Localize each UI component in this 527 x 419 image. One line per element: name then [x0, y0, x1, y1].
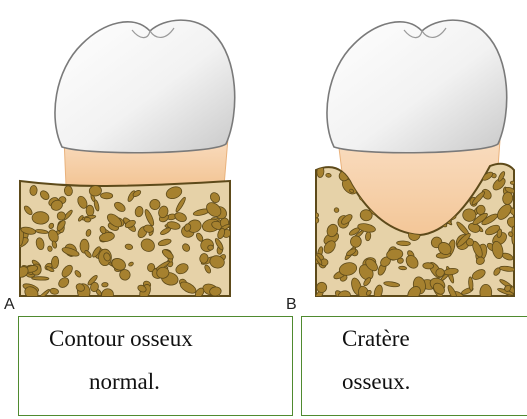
caption-box-a: Contour osseux normal.	[18, 316, 293, 416]
panel-a-illustration	[11, 20, 234, 303]
bone-pore	[480, 284, 492, 300]
caption-a-line-2: normal.	[89, 370, 160, 393]
bone-pore	[84, 217, 91, 222]
crown-a	[55, 20, 235, 153]
panel-label-a: A	[4, 296, 15, 314]
bone-pore	[396, 241, 410, 246]
bone-pore	[32, 276, 49, 280]
bone-pore	[32, 211, 49, 224]
caption-box-b: Cratère osseux.	[301, 316, 527, 416]
crown-b	[327, 20, 507, 153]
bone-pore	[30, 185, 38, 195]
bone-pore	[326, 173, 332, 178]
bone-pore	[398, 266, 406, 270]
bone-pore	[423, 262, 434, 269]
panel-b-illustration	[312, 20, 521, 303]
caption-b-line-1: Cratère	[342, 327, 410, 350]
bone-pore	[314, 213, 319, 218]
bone-pore	[102, 282, 109, 287]
bone-pore	[207, 245, 213, 251]
panel-label-b: B	[286, 296, 297, 314]
bone-pore	[86, 205, 94, 216]
caption-b-line-2: osseux.	[342, 370, 410, 393]
bone-pore	[100, 192, 112, 198]
caption-a-line-1: Contour osseux	[49, 327, 193, 350]
